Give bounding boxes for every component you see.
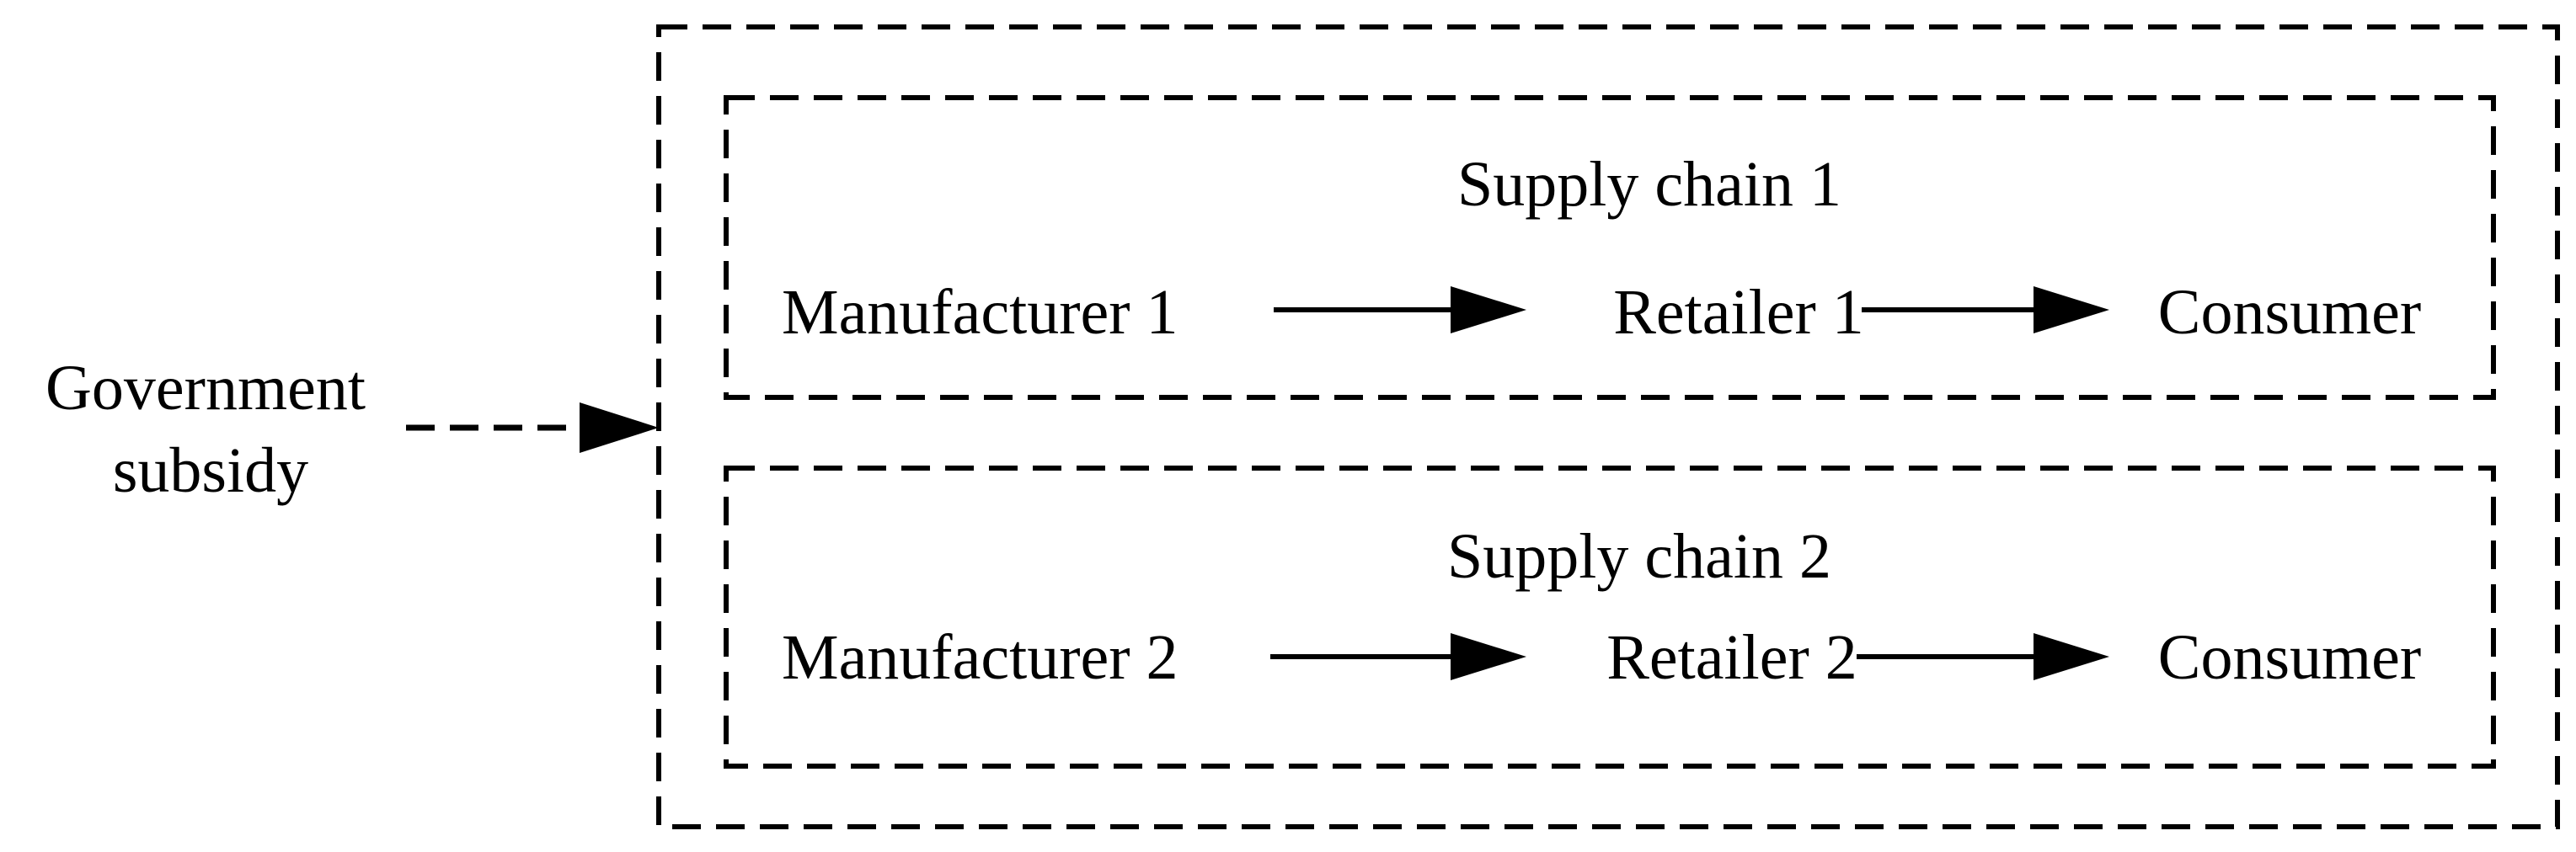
government-label: Government [45, 353, 366, 423]
supply-chain-2-boundary [724, 466, 2496, 769]
consumer-2-label: Consumer [2158, 622, 2421, 693]
manufacturer-1-label: Manufacturer 1 [782, 277, 1178, 348]
consumer-1-label: Consumer [2158, 277, 2421, 348]
supply-chain-2-title: Supply chain 2 [1447, 521, 1831, 592]
subsidy-arrow-head [580, 402, 659, 453]
supply-chain-1-boundary [724, 95, 2496, 400]
arrow-retailer1-consumer-head [2034, 286, 2109, 333]
manufacturer-2-label: Manufacturer 2 [782, 622, 1178, 693]
outer-system-boundary [656, 24, 2560, 829]
supply-chain-1-title: Supply chain 1 [1457, 149, 1841, 220]
arrow-manufacturer1-retailer1-head [1451, 286, 1526, 333]
arrow-manufacturer2-retailer2-head [1451, 633, 1526, 680]
retailer-1-label: Retailer 1 [1613, 277, 1864, 348]
arrow-retailer2-consumer-head [2034, 633, 2109, 680]
subsidy-label: subsidy [113, 435, 308, 506]
retailer-2-label: Retailer 2 [1606, 622, 1857, 693]
